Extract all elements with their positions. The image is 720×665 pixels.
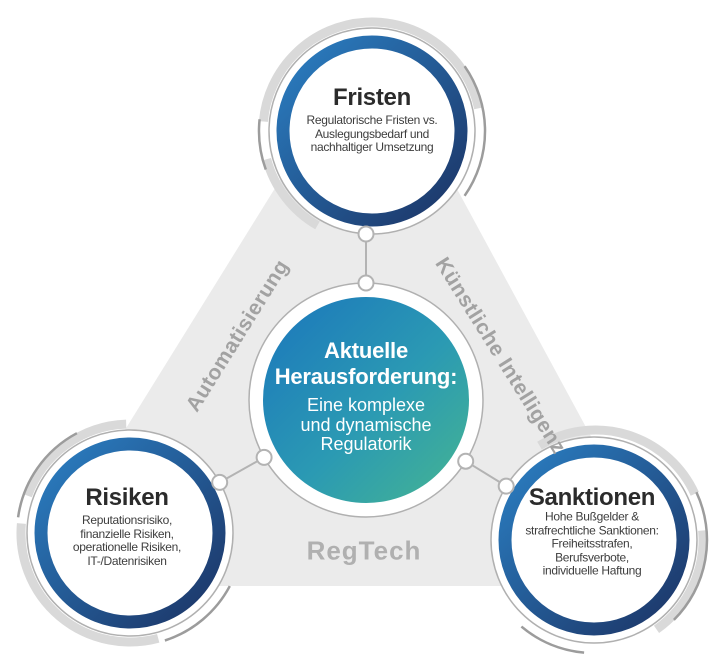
- sanktionen-subtitle-line: strafrechtliche Sanktionen:: [525, 522, 659, 537]
- fristen-decor-tab: [463, 65, 487, 197]
- sanktionen-decor-tick: [520, 625, 585, 654]
- node-dot: [457, 452, 475, 470]
- center-subtitle-line: und dynamische: [300, 414, 432, 435]
- node-dot: [255, 448, 273, 466]
- sanktionen-decor-arc: [537, 425, 699, 496]
- center-title: Aktuelle Herausforderung:: [275, 338, 458, 390]
- center-title-line: Herausforderung:: [274, 364, 458, 389]
- sanktionen-circle: [490, 425, 709, 654]
- center-gradient-disc: [263, 297, 469, 503]
- risiken-blue-ring: [34, 437, 226, 629]
- fristen-blue-ring: [276, 35, 468, 227]
- fristen-subtitle-line: Auslegungsbedarf und: [314, 126, 430, 141]
- risiken-subtitle: Reputationsrisiko, finanzielle Risiken, …: [72, 513, 182, 568]
- sanktionen-decor-arc: [653, 530, 708, 633]
- node-dot: [497, 477, 515, 495]
- edge-label-regtech: RegTech: [306, 535, 422, 566]
- center-subtitle-line: Eine komplexe: [306, 394, 426, 415]
- risiken-title: Risiken: [85, 484, 169, 511]
- risiken-subtitle-line: Reputationsrisiko,: [82, 513, 172, 527]
- sanktionen-subtitle-line: individuelle Haftung: [542, 563, 642, 578]
- sanktionen-title: Sanktionen: [528, 484, 656, 511]
- center-title-line: Aktuelle: [324, 338, 408, 363]
- sanktionen-subtitle-line: Freiheitsstrafen,: [551, 536, 633, 551]
- risiken-decor-tab: [164, 585, 231, 642]
- fristen-subtitle-line: Regulatorische Fristen vs.: [306, 112, 438, 127]
- fristen-decor-arc: [262, 157, 320, 230]
- fristen-subtitle-line: nachhaltiger Umsetzung: [310, 139, 434, 154]
- node-dot: [357, 225, 375, 243]
- risiken-decor-arc: [16, 523, 160, 647]
- sanktionen-subtitle-line: Hohe Bußgelder &: [545, 509, 639, 524]
- fristen-circle: [257, 17, 487, 235]
- fristen-title: Fristen: [333, 84, 411, 111]
- node-dot: [211, 473, 229, 491]
- risiken-subtitle-line: finanzielle Risiken,: [80, 526, 174, 541]
- fristen-decor-arc: [258, 17, 484, 122]
- risiken-decor-tick: [16, 432, 78, 518]
- connector-nodes: [211, 225, 515, 495]
- risiken-decor-arc: [23, 419, 127, 498]
- center-subtitle: Eine komplexe und dynamische Regulatorik: [300, 394, 432, 455]
- fristen-subtitle: Regulatorische Fristen vs. Auslegungsbed…: [306, 112, 438, 155]
- sanktionen-blue-ring: [498, 444, 690, 636]
- sanktionen-disc: [490, 436, 698, 644]
- fristen-decor-tick: [257, 119, 267, 171]
- risiken-disc: [26, 429, 234, 637]
- sanktionen-decor-tab: [673, 491, 709, 621]
- node-dot: [357, 274, 375, 292]
- center-circle: [248, 282, 484, 518]
- sanktionen-subtitle-line: Berufsverbote,: [555, 549, 629, 564]
- risiken-subtitle-line: IT-/Datenrisiken: [87, 553, 167, 568]
- risiken-circle: [16, 419, 234, 647]
- risiken-subtitle-line: operationelle Risiken,: [72, 540, 182, 554]
- center-subtitle-line: Regulatorik: [320, 433, 412, 454]
- sanktionen-subtitle: Hohe Bußgelder & strafrechtliche Sanktio…: [525, 509, 659, 578]
